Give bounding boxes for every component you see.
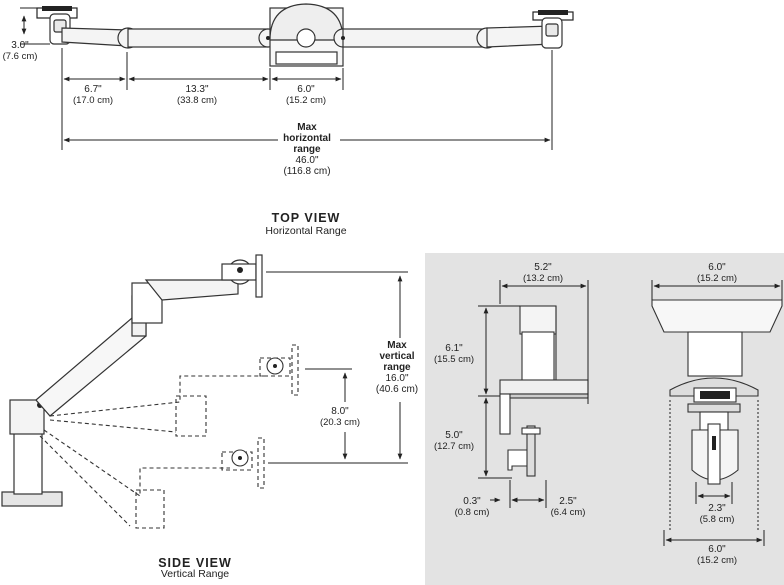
clamp-side-drawing [499, 305, 589, 477]
reach-dimension-label: 2.5"(6.4 cm) [550, 496, 586, 518]
depth-dimension-label: 3.0"(7.6 cm) [2, 40, 38, 62]
clamp-dimension-lines [478, 280, 783, 546]
post-height-label: 6.1"(15.5 cm) [433, 343, 475, 365]
bolt-dimension-label: 2.3"(5.8 cm) [699, 503, 735, 525]
base-dimension-label: 6.0"(15.2 cm) [285, 84, 327, 106]
arm-b-dimension-label: 13.3"(33.8 cm) [176, 84, 218, 106]
side-view-drawing [1, 254, 263, 507]
clamp-width-a-label: 5.2"(13.2 cm) [522, 262, 564, 284]
top-view-drawing [36, 3, 574, 67]
clamp-width-b-label: 6.0"(15.2 cm) [696, 262, 738, 284]
lip-dimension-label: 0.3"(0.8 cm) [454, 496, 490, 518]
top-view-title: TOP VIEW Horizontal Range [265, 211, 347, 237]
side-view-hardware [231, 357, 284, 467]
side-view-dimension-lines [266, 271, 408, 464]
mid-vertical-dimension-label: 8.0"(20.3 cm) [319, 406, 361, 428]
side-view-title: SIDE VIEW Vertical Range [158, 556, 232, 580]
side-view-dashed-positions [39, 344, 299, 529]
bottom-width-label: 6.0"(15.2 cm) [696, 544, 738, 566]
arm-a-dimension-label: 6.7"(17.0 cm) [72, 84, 114, 106]
max-vertical-range-label: Max vertical range 16.0" (40.6 cm) [375, 340, 419, 395]
max-horizontal-range-label: Max horizontal range 46.0" (116.8 cm) [283, 122, 331, 177]
clamp-height-label: 5.0"(12.7 cm) [433, 430, 475, 452]
clamp-front-drawing [651, 299, 783, 485]
top-view-dimension-lines [20, 7, 553, 150]
